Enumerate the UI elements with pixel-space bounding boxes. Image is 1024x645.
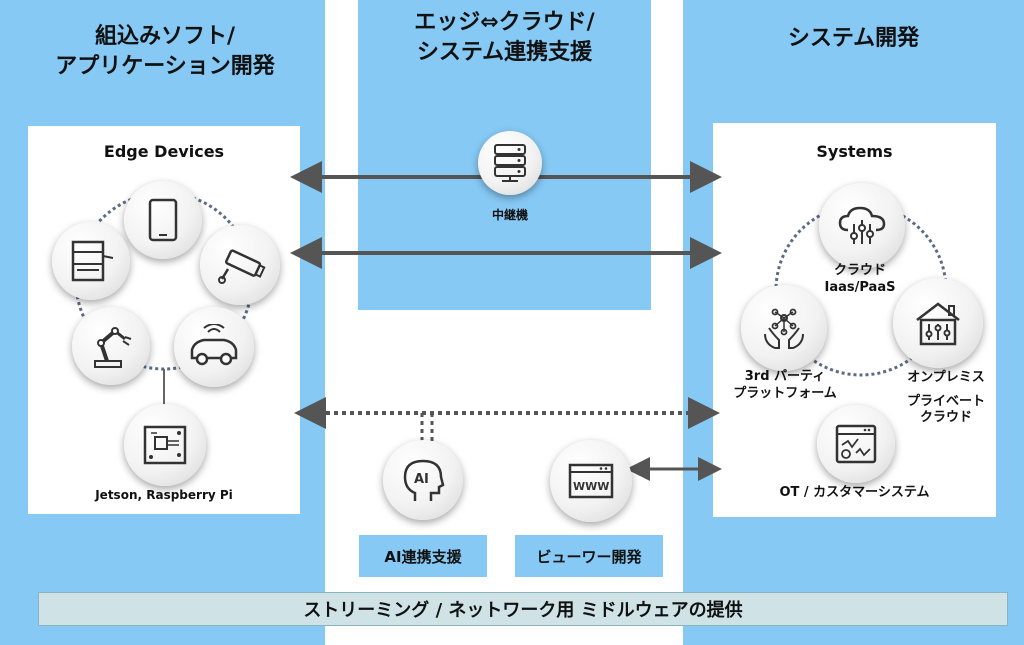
left-heading-line2: アプリケーション開発 [55,54,275,79]
right-column-heading: システム開発 [787,26,920,51]
security-camera-icon [200,225,280,305]
third-party-platform-icon [741,285,827,371]
third-party-label-line1: 3rd パーティ [744,369,826,384]
ai-badge-text: AI [414,472,429,487]
middle-column-heading: エッジ⇔クラウド/ システム連携支援 [358,8,651,68]
ai-support-label: AI連携支援 [359,535,487,577]
third-party-label: 3rd パーティ プラットフォーム [710,368,860,402]
onprem-label: オンプレミス プライベート クラウド [888,370,1004,426]
onprem-label-line3: クラウド [919,410,972,425]
mid-heading-line1: エッジ⇔クラウド/ [414,10,595,35]
onprem-label-line1: オンプレミス [907,370,985,385]
circuit-board-icon [124,404,206,486]
mid-heading-line2: システム連携支援 [416,40,593,65]
jetson-label: Jetson, Raspberry Pi [95,488,233,502]
connected-car-icon [174,307,254,387]
left-column-heading: 組込みソフト/ アプリケーション開発 [20,22,310,82]
browser-www-icon: WWW [550,440,632,522]
cloud-label: クラウド Iaas/PaaS [790,262,930,296]
server-icon [478,131,542,195]
edge-devices-title: Edge Devices [103,142,225,161]
relay-label: 中継機 [491,208,528,222]
on-premise-icon [893,278,983,368]
ot-system-icon [817,405,895,483]
cloud-icon [819,183,905,269]
robot-arm-icon [72,307,150,385]
third-party-label-line2: プラットフォーム [733,386,837,401]
cloud-label-line2: Iaas/PaaS [824,280,896,295]
ai-head-icon: AI [383,440,463,520]
printer-icon [52,222,130,300]
www-badge-text: WWW [573,480,609,493]
viewer-label: ビューワー開発 [515,535,663,577]
cloud-label-line1: クラウド [833,263,886,278]
left-heading-line1: 組込みソフト/ [94,24,236,49]
tablet-icon [124,181,202,259]
systems-title: Systems [816,142,893,161]
ot-label: OT / カスタマーシステム [779,485,930,500]
onprem-label-line2: プライベート [906,394,985,409]
middleware-banner: ストリーミング / ネットワーク用 ミドルウェアの提供 [38,592,1008,626]
